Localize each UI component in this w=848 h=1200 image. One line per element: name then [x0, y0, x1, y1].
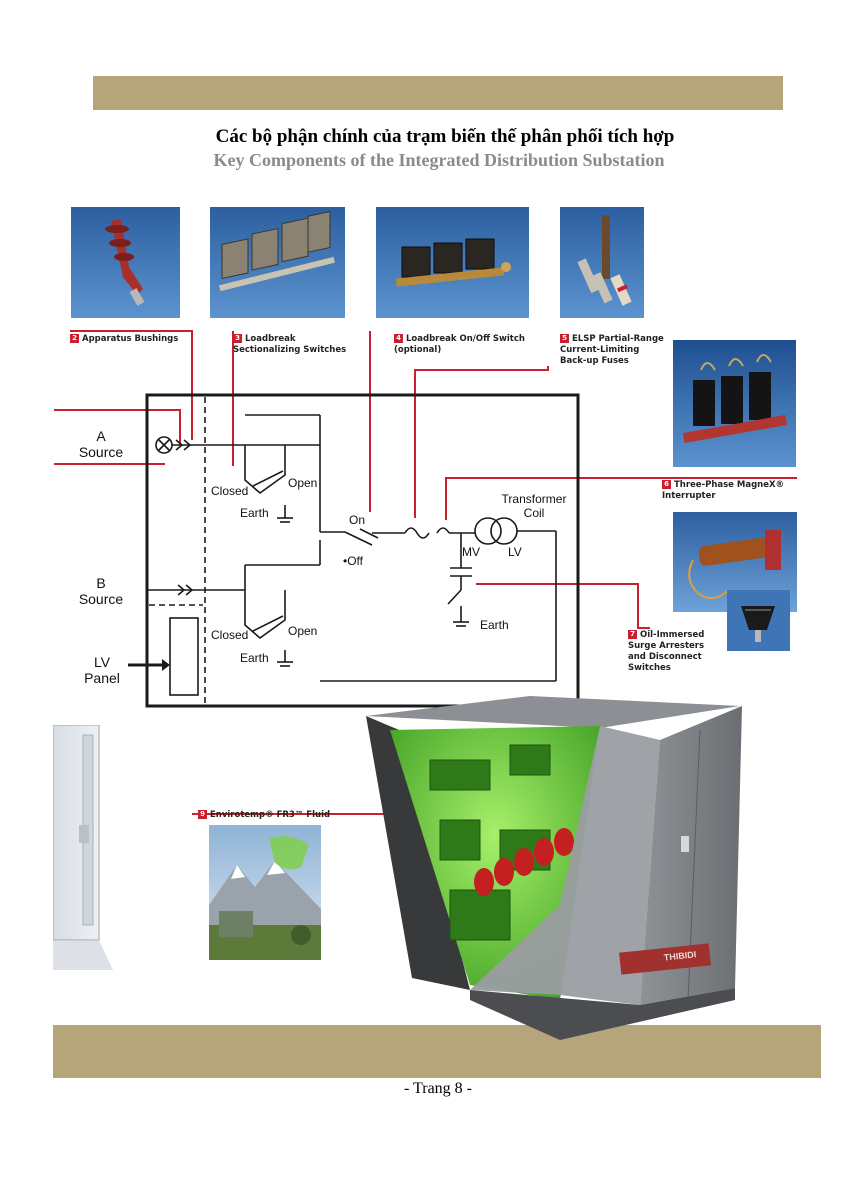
label-closed-upper: Closed — [211, 484, 249, 498]
label-open-lower: Open — [288, 624, 318, 638]
label-earth-mv: Earth — [480, 618, 509, 632]
cabinet-door-partial — [53, 725, 113, 980]
photo-apparatus-bushing — [71, 207, 180, 318]
label-off-text: Off — [347, 554, 363, 568]
photo-magnex-interrupter — [673, 340, 796, 467]
footer-band — [53, 1025, 821, 1078]
label-earth-upper: Earth — [240, 506, 269, 520]
photo-on-off-switch — [376, 207, 529, 318]
label-mv: MV — [462, 545, 480, 559]
photo-sectionalizing-switches — [210, 207, 345, 318]
label-lv: LV — [508, 545, 522, 559]
label-on: On — [349, 513, 366, 527]
page-title-english: Key Components of the Integrated Distrib… — [213, 150, 665, 170]
photo-fr3-fluid — [209, 825, 321, 960]
page-title-vietnamese: Các bộ phận chính của trạm biến thế phân… — [215, 126, 675, 147]
header-band — [93, 76, 783, 110]
label-earth-lower: Earth — [240, 651, 269, 665]
photo-disconnect-switch — [727, 590, 790, 651]
label-open-upper: Open — [288, 476, 318, 490]
page-number: - Trang 8 - — [403, 1080, 472, 1097]
label-off: •Off — [343, 554, 363, 568]
photo-backup-fuses — [560, 207, 644, 318]
label-closed-lower: Closed — [211, 628, 249, 642]
